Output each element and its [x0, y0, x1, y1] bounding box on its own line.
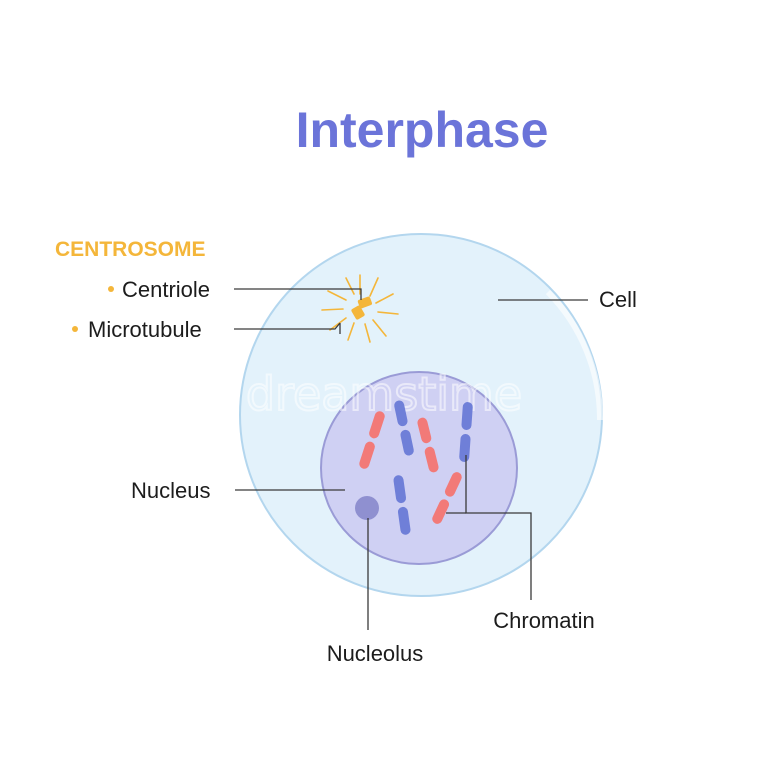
- microtubule-rays: [321, 274, 399, 343]
- watermark: dreamstime: [246, 367, 522, 421]
- nucleolus: [355, 496, 379, 520]
- chromatin-red-1: [359, 411, 385, 469]
- centrosome: [321, 274, 399, 343]
- microtubule-leader: [234, 322, 341, 330]
- nucleolus-label: Nucleolus: [327, 641, 424, 666]
- chromatin-blue-1: [394, 400, 414, 456]
- nucleus-label: Nucleus: [131, 478, 210, 503]
- diagram-title: Interphase: [296, 102, 549, 158]
- cell-label: Cell: [599, 287, 637, 312]
- centriole-bullet: [108, 286, 114, 292]
- chromatin-blue-3: [393, 475, 411, 535]
- centriole-leader: [234, 288, 362, 300]
- microtubule-bullet: [72, 326, 78, 332]
- centriole-label: Centriole: [122, 277, 210, 302]
- chromatin-blue-2: [459, 402, 473, 462]
- chromatin-label: Chromatin: [493, 608, 594, 633]
- chromatin-red-2: [417, 417, 439, 473]
- cell-highlight: [545, 289, 604, 421]
- chromatin-leader: [465, 455, 532, 600]
- leader-lines: [234, 288, 588, 630]
- microtubule-label: Microtubule: [88, 317, 202, 342]
- chromatin: [359, 400, 473, 535]
- chromatin-red-3: [432, 472, 462, 524]
- centrosome-heading: CENTROSOME: [55, 238, 206, 261]
